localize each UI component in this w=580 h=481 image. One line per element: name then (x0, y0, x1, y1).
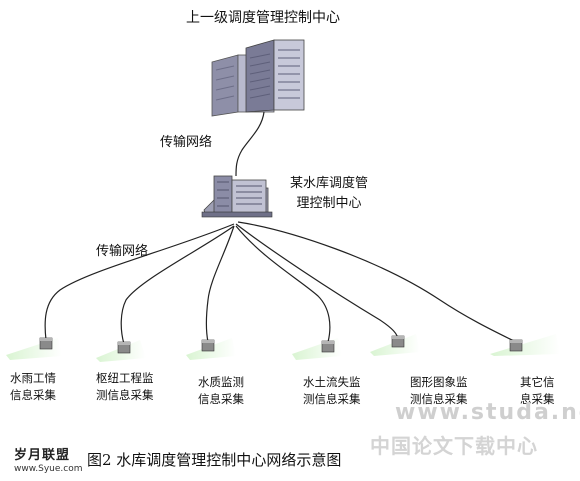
center-label: 某水库调度管 理控制中心 (290, 174, 368, 214)
node-label-rain-info: 水雨工情 信息采集 (10, 370, 56, 404)
watermark-text-left: 岁月联盟 (14, 448, 71, 463)
watermark-url-right: www.studa.net (395, 400, 580, 425)
node-pads (6, 334, 560, 362)
node-label-water-quality: 水质监测 信息采集 (198, 374, 244, 408)
node-label-line1: 图形图象监 (410, 375, 468, 389)
link-node-1 (44, 223, 235, 341)
terminal-node-icon (391, 335, 405, 348)
top-center-title: 上一级调度管理控制中心 (186, 10, 340, 26)
node-label-line2: 息采集 (520, 392, 555, 406)
node-label-line2: 信息采集 (10, 388, 56, 402)
node-label-line2: 测信息采集 (410, 392, 468, 406)
link-node-6 (237, 221, 517, 343)
node-label-line2: 信息采集 (198, 392, 244, 406)
terminal-node-icon (509, 339, 523, 352)
server-cluster-icon (211, 39, 305, 117)
link-node-5 (235, 223, 399, 341)
terminal-node-icon (321, 340, 335, 353)
link-node-4 (235, 225, 331, 343)
terminal-node-icon (117, 341, 131, 354)
node-label-image-monitoring: 图形图象监 测信息采集 (410, 374, 468, 408)
link-top-center (235, 111, 265, 177)
center-label-line2: 理控制中心 (296, 196, 362, 211)
center-label-line1: 某水库调度管 (290, 176, 369, 191)
node-label-line1: 枢纽工程监 (96, 371, 154, 385)
watermark-text-right: 中国论文下载中心 (370, 434, 538, 458)
watermark-url-left: www.Syue.com (14, 464, 83, 474)
link-node-3 (205, 225, 235, 343)
fan-links (44, 221, 517, 345)
network-label-lower: 传输网络 (96, 244, 149, 259)
terminal-node-icon (201, 339, 215, 352)
figure-caption: 图2 水库调度管理控制中心网络示意图 (87, 451, 342, 469)
node-label-line1: 水土流失监 (303, 375, 361, 389)
node-label-line2: 测信息采集 (303, 392, 361, 406)
node-label-line1: 水质监测 (198, 375, 244, 389)
building-icon (201, 175, 273, 218)
node-label-other: 其它信 息采集 (520, 374, 555, 408)
terminal-node-icon (39, 337, 53, 350)
node-label-soil-erosion: 水土流失监 测信息采集 (303, 374, 361, 408)
node-label-hub-engineering: 枢纽工程监 测信息采集 (96, 370, 154, 404)
node-label-line1: 其它信 (520, 375, 555, 389)
node-label-line1: 水雨工情 (10, 371, 56, 385)
link-node-2 (120, 225, 235, 345)
node-label-line2: 测信息采集 (96, 388, 154, 402)
network-label-upper: 传输网络 (160, 135, 213, 150)
